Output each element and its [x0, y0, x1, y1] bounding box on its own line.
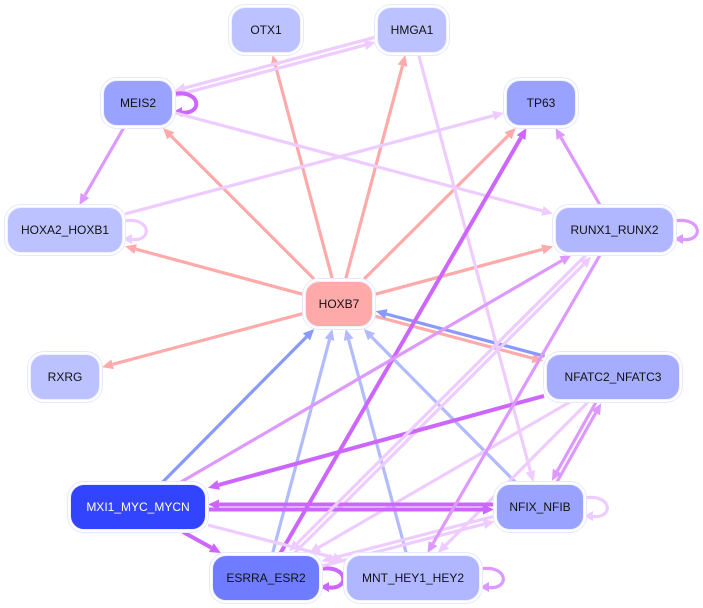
- arrowhead-icon: [302, 329, 315, 341]
- node-label: ESRRA_ESR2: [226, 571, 306, 585]
- arrowhead-icon: [579, 256, 592, 269]
- edge-runx1_runx2-to-runx1_runx2: [673, 218, 699, 244]
- arrowhead-icon: [492, 110, 504, 121]
- edge-nfix_nfib-to-nfatc2_nfatc3: [554, 403, 602, 485]
- node-meis2[interactable]: MEIS2: [103, 80, 173, 126]
- arrowhead-icon: [174, 83, 187, 93]
- arrowhead-icon: [541, 205, 553, 216]
- edge-nfatc2_nfatc3-to-nfix_nfib: [551, 399, 599, 481]
- edge-mxi1_myc_mycn-to-esrra_esr2: [182, 530, 221, 553]
- arrowhead-icon: [321, 553, 334, 564]
- edge-mxi1_myc_mycn-to-nfix_nfib: [208, 504, 494, 515]
- arrowhead-icon: [343, 329, 354, 341]
- arrowhead-icon: [541, 244, 553, 255]
- arrowhead-icon: [584, 511, 593, 521]
- arrowhead-icon: [289, 539, 301, 552]
- edge-hoxb7-to-runx1_runx2: [374, 244, 553, 296]
- node-mnt-hey1-hey2[interactable]: MNT_HEY1_HEY2: [346, 555, 480, 601]
- edge-mnt_hey1_hey2-to-hoxb7: [343, 329, 408, 554]
- arrowhead-icon: [79, 192, 90, 205]
- node-hmga1[interactable]: HMGA1: [377, 7, 447, 53]
- edge-nfix_nfib-to-hoxb7: [363, 329, 517, 484]
- arrowhead-icon: [324, 329, 335, 341]
- edge-runx1_runx2-to-tp63: [555, 128, 602, 206]
- node-label: RXRG: [47, 370, 83, 384]
- arrowhead-icon: [363, 40, 376, 50]
- edge-nfix_nfib-to-nfix_nfib: [583, 495, 609, 521]
- edge-hmga1-to-nfix_nfib: [417, 54, 536, 482]
- node-label: HOXB7: [318, 297, 360, 311]
- arrowhead-icon: [480, 582, 489, 592]
- arrowhead-icon: [125, 244, 137, 254]
- arrowhead-icon: [559, 255, 572, 265]
- edge-nfix_nfib-to-esrra_esr2: [321, 514, 494, 564]
- edge-esrra_esr2-to-hoxb7: [271, 329, 335, 554]
- node-rxrg[interactable]: RXRG: [30, 354, 100, 400]
- edge-nfix_nfib-to-mxi1_myc_mycn: [208, 499, 494, 510]
- edge-mnt_hey1_hey2-to-mnt_hey1_hey2: [479, 566, 505, 592]
- node-mxi1-myc-mycn[interactable]: MXI1_MYC_MYCN: [70, 484, 206, 530]
- arrowhead-icon: [208, 499, 219, 510]
- arrowhead-icon: [208, 543, 221, 553]
- arrowhead-icon: [591, 403, 602, 416]
- edge-hoxa2_hoxb1-to-tp63: [124, 110, 504, 216]
- arrowhead-icon: [123, 234, 132, 244]
- edge-nfatc2_nfatc3-to-mxi1_myc_mycn: [208, 393, 545, 490]
- edge-mxi1_myc_mycn-to-runx1_runx2: [180, 255, 572, 484]
- arrowhead-icon: [375, 309, 388, 319]
- node-hoxb7[interactable]: HOXB7: [305, 281, 373, 327]
- arrowhead-icon: [427, 540, 438, 553]
- node-hoxa2-hoxb1[interactable]: HOXA2_HOXB1: [7, 207, 123, 253]
- arrowhead-icon: [674, 234, 683, 244]
- node-nfix-nfib[interactable]: NFIX_NFIB: [496, 484, 584, 530]
- arrowhead-icon: [102, 359, 114, 370]
- node-label: HMGA1: [390, 23, 434, 37]
- edge-esrra_esr2-to-tp63: [278, 128, 527, 555]
- node-label: TP63: [526, 96, 556, 110]
- edge-hoxb7-to-tp63: [362, 128, 516, 281]
- arrowhead-icon: [208, 480, 220, 490]
- edge-meis2-to-runx1_runx2: [174, 111, 553, 216]
- arrowhead-icon: [551, 468, 562, 481]
- edge-nfatc2_nfatc3-to-hoxb7: [375, 309, 546, 358]
- arrowhead-icon: [516, 128, 527, 141]
- edge-esrra_esr2-to-esrra_esr2: [319, 566, 346, 592]
- node-tp63[interactable]: TP63: [506, 80, 576, 126]
- arrowhead-icon: [483, 504, 494, 515]
- node-label: NFIX_NFIB: [509, 500, 571, 514]
- arrowhead-icon: [320, 582, 329, 592]
- edge-hoxb7-to-meis2: [163, 128, 316, 281]
- arrowhead-icon: [525, 470, 536, 482]
- edge-hoxb7-to-hmga1: [344, 55, 408, 280]
- edge-hoxb7-to-hoxa2_hoxb1: [125, 244, 304, 296]
- edge-hoxb7-to-rxrg: [102, 312, 304, 370]
- node-label: HOXA2_HOXB1: [20, 223, 110, 237]
- arrowhead-icon: [397, 55, 408, 67]
- edge-mxi1_myc_mycn-to-hoxb7: [161, 329, 315, 484]
- node-otx1[interactable]: OTX1: [231, 7, 301, 53]
- node-label: MXI1_MYC_MYCN: [86, 500, 190, 514]
- node-label: MNT_HEY1_HEY2: [361, 571, 465, 585]
- node-runx1-runx2[interactable]: RUNX1_RUNX2: [555, 207, 674, 253]
- arrowhead-icon: [504, 128, 516, 140]
- node-label: OTX1: [250, 23, 282, 37]
- edge-meis2-to-hmga1: [175, 40, 376, 98]
- arrowhead-icon: [482, 519, 495, 529]
- node-nfatc2-nfatc3[interactable]: NFATC2_NFATC3: [546, 354, 680, 400]
- node-label: NFATC2_NFATC3: [564, 370, 662, 384]
- arrowhead-icon: [363, 329, 376, 341]
- node-label: RUNX1_RUNX2: [570, 223, 659, 237]
- edge-hoxa2_hoxb1-to-hoxa2_hoxb1: [122, 218, 148, 244]
- edge-hmga1-to-meis2: [174, 35, 375, 93]
- node-label: MEIS2: [119, 96, 156, 110]
- node-esrra-esr2[interactable]: ESRRA_ESR2: [212, 555, 320, 601]
- arrowhead-icon: [163, 128, 175, 140]
- edge-meis2-to-hoxa2_hoxb1: [79, 127, 126, 205]
- arrowhead-icon: [555, 128, 566, 141]
- arrowhead-icon: [437, 541, 450, 553]
- edge-runx1_runx2-to-mnt_hey1_hey2: [427, 254, 602, 553]
- edge-runx1_runx2-to-esrra_esr2: [289, 252, 589, 552]
